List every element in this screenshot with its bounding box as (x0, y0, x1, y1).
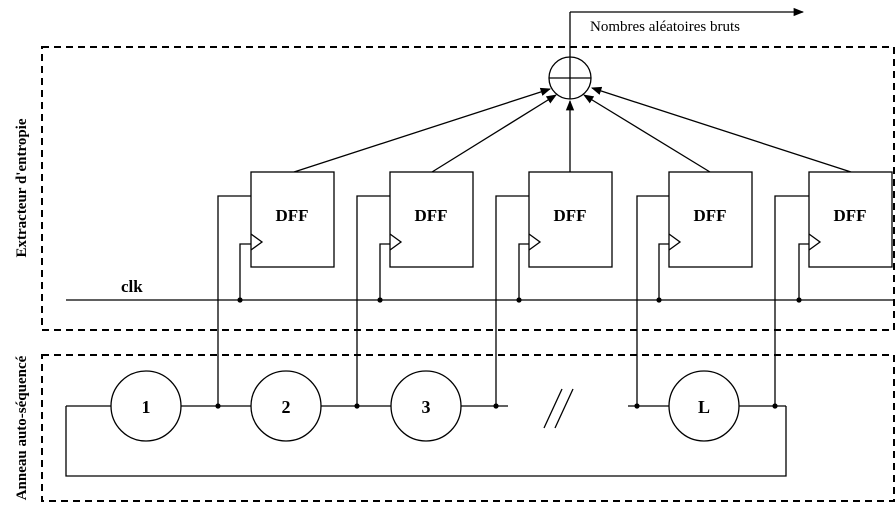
ring-node-1: 1 (110, 370, 182, 442)
extractor-region (41, 46, 895, 331)
dff-4: DFF (668, 171, 753, 268)
dff-2: DFF (389, 171, 474, 268)
dff-1-to-xor-arrow (293, 87, 551, 173)
dff-3: DFF (528, 171, 613, 268)
ring-break-mark (543, 388, 574, 429)
xor-icon (548, 56, 592, 100)
clock-label: clk (121, 277, 143, 296)
ring-node-l-label: L (698, 397, 710, 417)
ring-region (41, 354, 895, 502)
data-taps (217, 195, 809, 406)
ring-node-2-label: 2 (282, 397, 291, 417)
dff-3-label: DFF (553, 206, 586, 225)
clock-connections (237, 243, 809, 303)
dff-5: DFF (808, 171, 893, 268)
dff-1: DFF (250, 171, 335, 268)
ring-node-l: L (668, 370, 740, 442)
dff-1-label: DFF (275, 206, 308, 225)
extractor-label: Extracteur d'entropie (14, 118, 30, 257)
ring-loop (65, 403, 787, 477)
dff-5-to-xor-arrow (591, 86, 852, 173)
ring-node-3-label: 3 (422, 397, 431, 417)
ring-label: Anneau auto-séquencé (14, 355, 30, 500)
dff-4-label: DFF (693, 206, 726, 225)
ring-node-2: 2 (250, 370, 322, 442)
ring-node-1-label: 1 (142, 397, 151, 417)
output-arrow-icon (569, 7, 805, 57)
dff-4-to-xor-arrow (583, 94, 711, 173)
dff-5-label: DFF (833, 206, 866, 225)
dff-2-label: DFF (414, 206, 447, 225)
ring-node-3: 3 (390, 370, 462, 442)
dff-2-to-xor-arrow (431, 94, 557, 173)
output-label: Nombres aléatoires bruts (590, 19, 740, 35)
